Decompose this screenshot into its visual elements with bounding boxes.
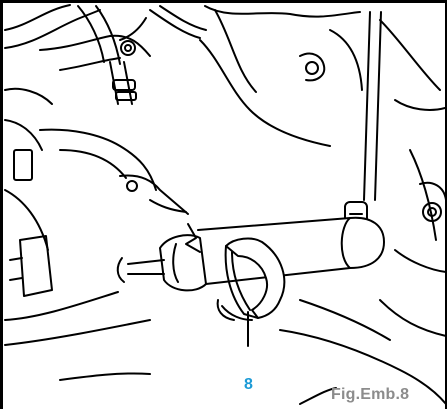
figure-caption: Fig.Emb.8 <box>331 386 410 403</box>
retaining-clip <box>216 237 286 321</box>
caption-hatch <box>299 387 337 405</box>
slave-cylinder <box>116 216 385 292</box>
callout-number: 8 <box>244 376 253 393</box>
frame-top-border <box>0 0 447 3</box>
frame-right-border <box>445 0 447 409</box>
left-bracketry <box>4 87 189 381</box>
engine-housing <box>199 5 447 405</box>
cable-rod <box>344 11 382 229</box>
frame-left-border <box>0 0 3 409</box>
upper-pipework <box>4 4 207 105</box>
